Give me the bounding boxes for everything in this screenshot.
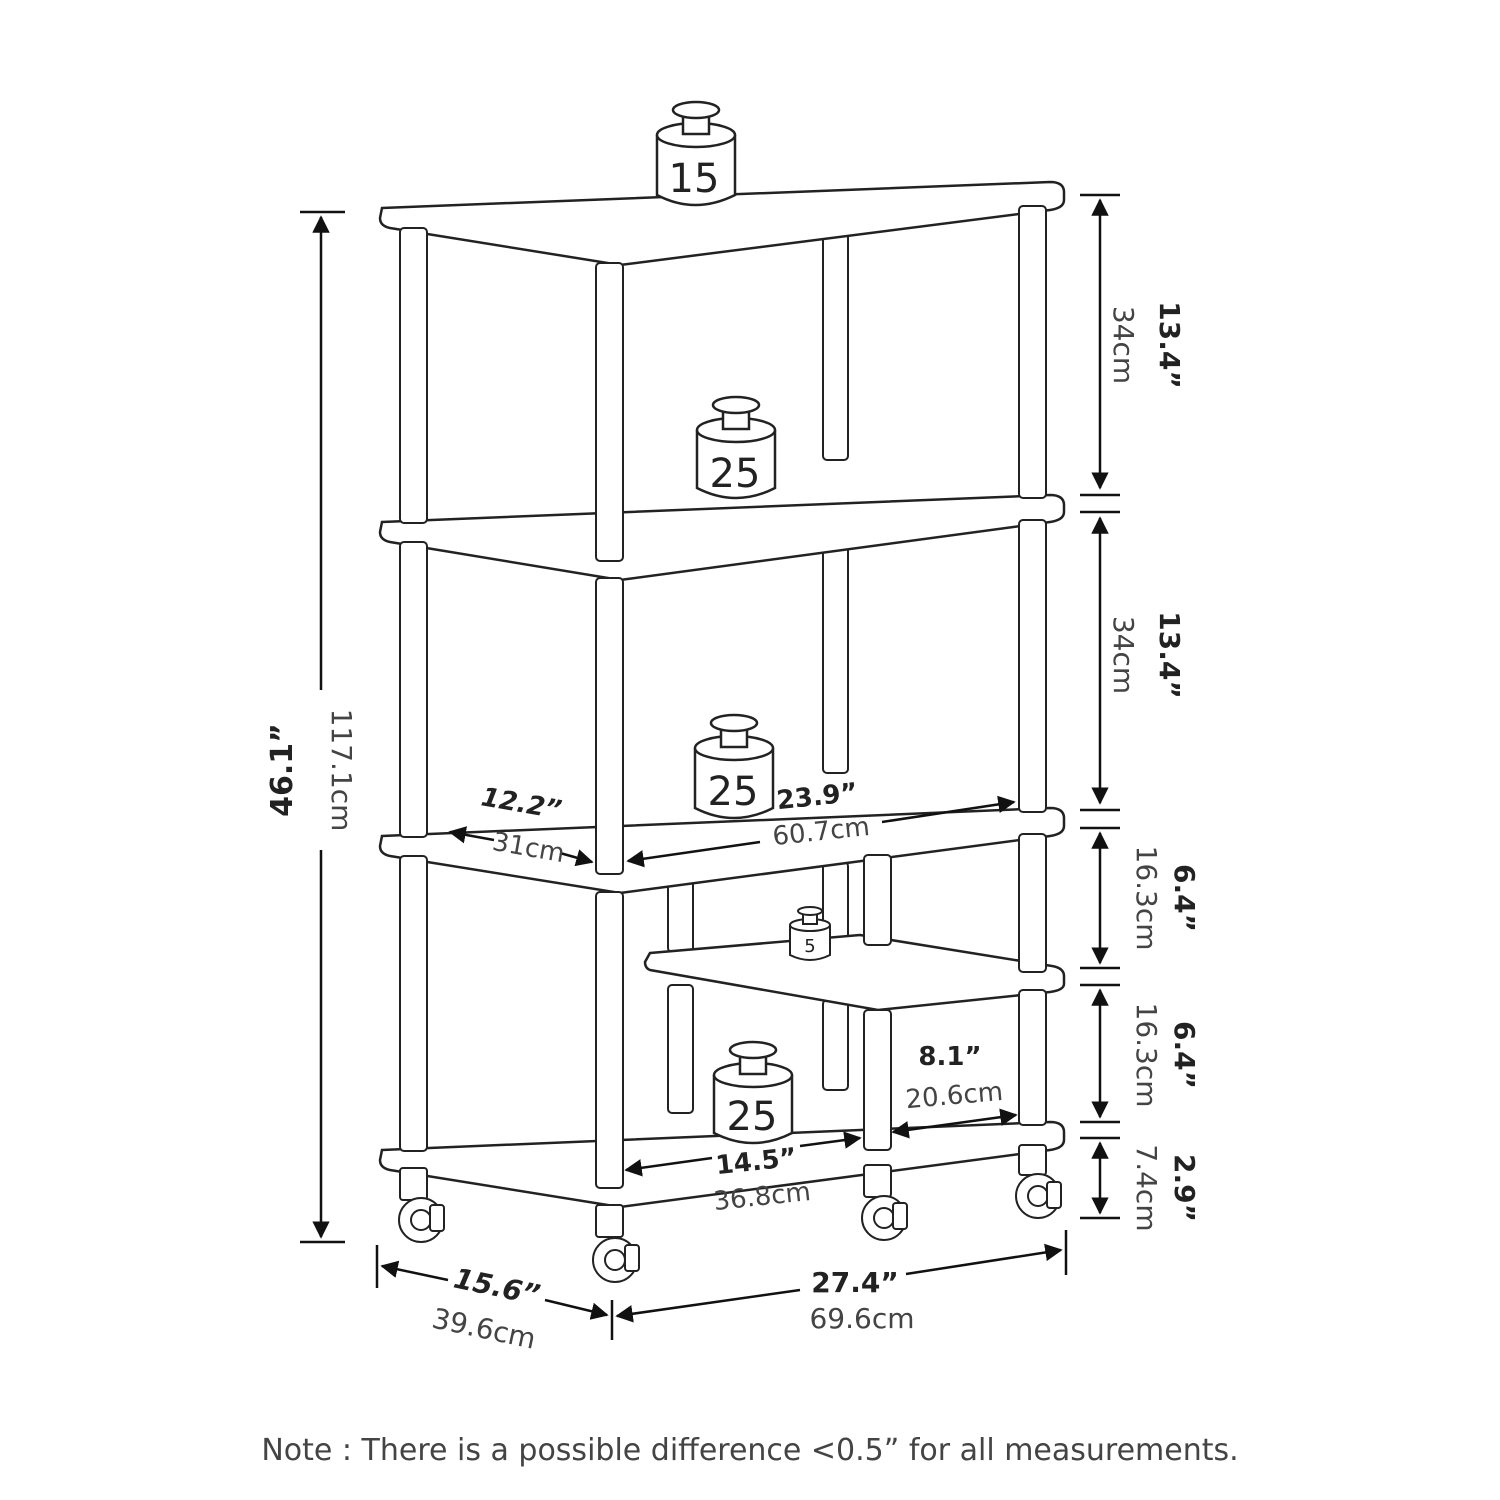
weight-top xyxy=(655,100,737,207)
overall-depth-inch: 15.6” xyxy=(451,1262,543,1312)
shelves xyxy=(378,180,1066,1209)
third-shelf xyxy=(378,806,1066,895)
gap-mid-cm: 34cm xyxy=(1107,616,1140,694)
weight-shelf2 xyxy=(695,395,777,500)
gap-top-cm: 34cm xyxy=(1107,306,1140,384)
overall-height-inch: 46.1” xyxy=(265,723,300,817)
weight-shelf3 xyxy=(693,713,775,820)
shelf-depth-inch: 12.2” xyxy=(479,782,564,826)
gap-small-lower-cm: 16.3cm xyxy=(1130,1002,1163,1107)
weight-bottom-label: 25 xyxy=(727,1094,778,1140)
gap-small-upper-cm: 16.3cm xyxy=(1130,845,1163,950)
weight-top-label: 15 xyxy=(669,156,720,202)
shelf-width-inch: 23.9” xyxy=(775,778,859,816)
gap-mid-inch: 13.4” xyxy=(1153,611,1186,699)
caster-front-left xyxy=(398,1167,445,1243)
right-dimension-lines xyxy=(1080,193,1120,1220)
caster-back-right xyxy=(1015,1144,1062,1219)
gap-small-upper-inch: 6.4” xyxy=(1168,864,1201,932)
gap-small-lower-inch: 6.4” xyxy=(1168,1021,1201,1089)
overall-depth-cm: 39.6cm xyxy=(429,1302,539,1356)
casters xyxy=(398,1144,1062,1283)
weight-small xyxy=(789,906,831,961)
overall-width-inch: 27.4” xyxy=(811,1266,899,1299)
weight-small-label: 5 xyxy=(804,936,815,957)
gap-top-inch: 13.4” xyxy=(1153,301,1186,389)
lower-dimension-lines xyxy=(624,1108,1018,1177)
small-shelf-width-cm: 20.6cm xyxy=(904,1077,1004,1115)
weight-bottom xyxy=(712,1040,794,1145)
small-shelf xyxy=(643,933,1066,1012)
back-posts xyxy=(667,229,849,1114)
footprint-dimension-lines xyxy=(375,1230,1068,1340)
overall-height-cm: 117.1cm xyxy=(325,709,358,832)
shelf-inner-dimension-lines xyxy=(448,795,1016,868)
second-shelf xyxy=(378,493,1066,582)
weight-shelf2-label: 25 xyxy=(710,451,761,497)
weight-shelf3-label: 25 xyxy=(708,769,759,815)
caster-height-inch: 2.9” xyxy=(1168,1154,1201,1222)
caster-front-right xyxy=(861,1164,908,1241)
caster-height-cm: 7.4cm xyxy=(1130,1144,1163,1231)
overall-width-cm: 69.6cm xyxy=(809,1302,914,1335)
small-shelf-width-inch: 8.1” xyxy=(918,1042,981,1072)
top-shelf xyxy=(378,180,1066,267)
measurement-note: Note : There is a possible difference <0… xyxy=(261,1433,1239,1468)
caster-front-center xyxy=(592,1204,640,1283)
bottom-shelf xyxy=(378,1120,1066,1209)
overall-height-dimension xyxy=(300,210,345,1244)
front-posts xyxy=(399,205,1047,1189)
